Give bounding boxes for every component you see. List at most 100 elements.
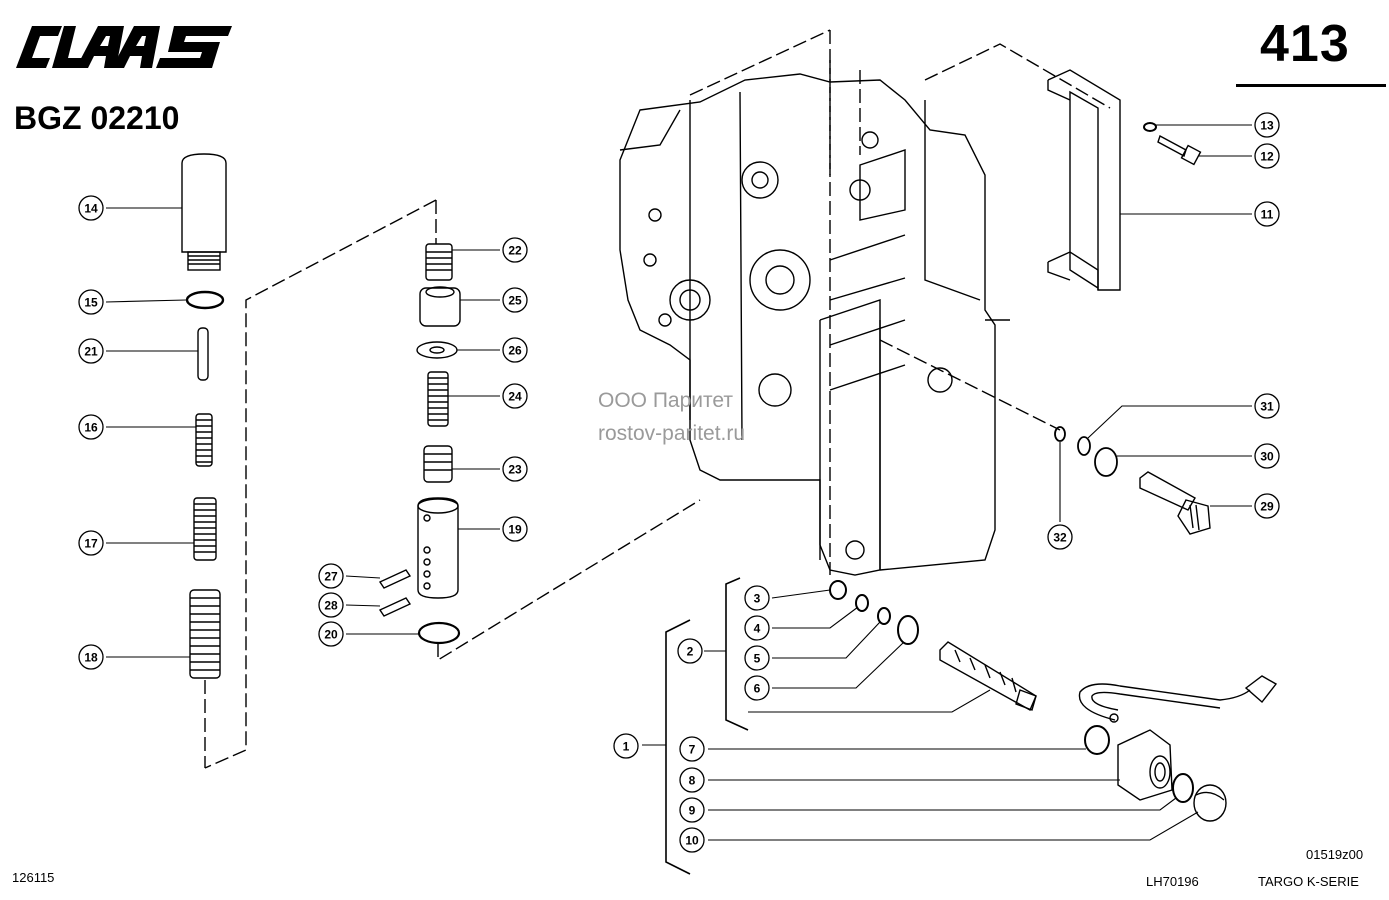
callout-circle <box>318 563 344 589</box>
callout-circle <box>744 585 770 611</box>
callout-circle <box>744 675 770 701</box>
callout-label: 6 <box>754 682 761 696</box>
callout-14: 14 <box>78 195 104 221</box>
callout-circle <box>78 338 104 364</box>
part-5-oring <box>877 607 891 625</box>
callout-label: 7 <box>689 743 696 757</box>
callout-circle <box>502 456 528 482</box>
callout-circle <box>679 827 705 853</box>
callout-22: 22 <box>502 237 528 263</box>
callout-label: 29 <box>1260 500 1274 514</box>
callout-circle <box>1254 112 1280 138</box>
callout-circle <box>1254 393 1280 419</box>
page-number: 413 <box>1260 15 1350 73</box>
callout-18: 18 <box>78 644 104 670</box>
callout-circle <box>679 767 705 793</box>
callout-circle <box>677 638 703 664</box>
callout-circle <box>1254 143 1280 169</box>
solenoid-coil <box>1078 675 1278 801</box>
callout-circle <box>78 414 104 440</box>
callout-label: 19 <box>508 523 522 537</box>
callout-1: 1 <box>613 733 639 759</box>
callout-circle <box>318 621 344 647</box>
callout-27: 27 <box>318 563 344 589</box>
callout-10: 10 <box>679 827 705 853</box>
callout-label: 14 <box>84 202 98 216</box>
callout-label: 31 <box>1260 400 1274 414</box>
part-32-oring <box>1054 426 1066 442</box>
part-22-plug <box>425 243 453 281</box>
part-13-washer <box>1143 122 1157 132</box>
callout-label: 20 <box>324 628 338 642</box>
callout-9: 9 <box>679 797 705 823</box>
callout-label: 3 <box>754 592 761 606</box>
callout-29: 29 <box>1254 493 1280 519</box>
part-24-spring <box>427 371 449 427</box>
callout-circle <box>1254 443 1280 469</box>
callout-5: 5 <box>744 645 770 671</box>
callout-label: 25 <box>508 294 522 308</box>
callout-label: 13 <box>1260 119 1274 133</box>
callout-32: 32 <box>1047 524 1073 550</box>
part-29-plug <box>1139 471 1211 535</box>
callout-11: 11 <box>1254 201 1280 227</box>
claas-logo <box>16 26 232 68</box>
callout-2: 2 <box>677 638 703 664</box>
callout-layer: 1234567891011121314151617181920212223242… <box>78 112 1280 853</box>
callout-label: 4 <box>754 622 761 636</box>
part-25-sleeve <box>419 286 461 327</box>
callout-13: 13 <box>1254 112 1280 138</box>
part-28-pin <box>378 597 412 617</box>
callout-24: 24 <box>502 383 528 409</box>
callout-label: 22 <box>508 244 522 258</box>
watermark-line2: rostov-paritet.ru <box>598 422 746 445</box>
part-16-spring <box>195 413 213 467</box>
callout-label: 24 <box>508 390 522 404</box>
part-26-washer <box>416 341 458 359</box>
part-4-oring <box>855 594 869 612</box>
callout-circle <box>502 516 528 542</box>
callout-circle <box>78 289 104 315</box>
group-code: BGZ 02210 <box>14 100 180 136</box>
callout-label: 26 <box>508 344 522 358</box>
callout-17: 17 <box>78 530 104 556</box>
part-15-oring <box>185 290 225 310</box>
callout-12: 12 <box>1254 143 1280 169</box>
callout-circle <box>744 645 770 671</box>
part-31-oring <box>1077 436 1091 456</box>
callout-31: 31 <box>1254 393 1280 419</box>
part-3-oring <box>829 580 847 600</box>
callout-label: 30 <box>1260 450 1274 464</box>
part-21-pin <box>197 327 209 381</box>
callout-label: 1 <box>623 740 630 754</box>
valve-cartridge <box>939 641 1037 711</box>
callout-25: 25 <box>502 287 528 313</box>
callout-label: 21 <box>84 345 98 359</box>
callout-label: 8 <box>689 774 696 788</box>
callout-20: 20 <box>318 621 344 647</box>
callout-label: 2 <box>687 645 694 659</box>
callout-circle <box>502 287 528 313</box>
part-9-oring <box>1172 773 1194 803</box>
callout-circle <box>502 337 528 363</box>
callout-label: 15 <box>84 296 98 310</box>
watermark-line1: ООО Паритет <box>598 389 734 412</box>
callout-26: 26 <box>502 337 528 363</box>
callout-label: 27 <box>324 570 338 584</box>
callout-circle <box>1047 524 1073 550</box>
lh-code: LH70196 <box>1146 874 1199 889</box>
callout-label: 11 <box>1261 208 1274 222</box>
callout-circle <box>78 644 104 670</box>
callout-6: 6 <box>744 675 770 701</box>
callout-23: 23 <box>502 456 528 482</box>
doc-number: 126115 <box>12 870 55 885</box>
callout-circle <box>679 736 705 762</box>
callout-label: 9 <box>689 804 696 818</box>
part-17-spring <box>193 497 217 561</box>
callout-8: 8 <box>679 767 705 793</box>
callout-label: 28 <box>324 599 338 613</box>
part-6-oring <box>897 615 919 645</box>
part-7-oring <box>1084 725 1110 755</box>
callout-30: 30 <box>1254 443 1280 469</box>
title-rule <box>1236 84 1386 87</box>
